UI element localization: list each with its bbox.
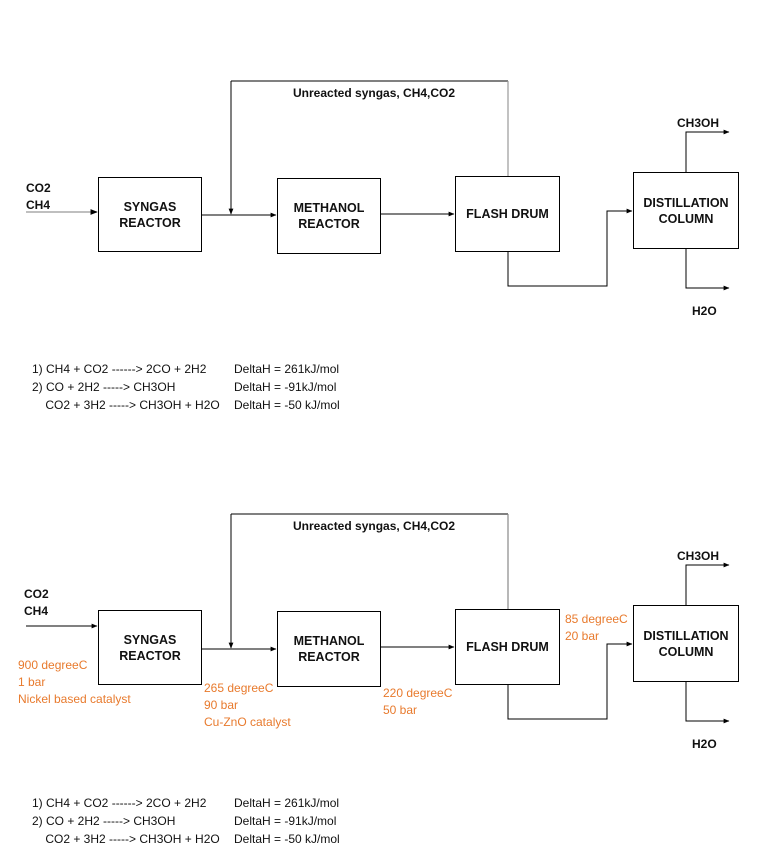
equation-2-enthalpy: DeltaH = -91kJ/mol <box>234 380 337 394</box>
flash-drum-box: FLASH DRUM <box>455 609 560 685</box>
methanol-reactor-conditions: 265 degreeC 90 bar Cu-ZnO catalyst <box>204 681 291 729</box>
recycle-label: Unreacted syngas, CH4,CO2 <box>293 86 456 100</box>
bottom-product-label: H2O <box>692 737 717 751</box>
flash-to-distillation-line <box>507 208 633 287</box>
distillation-column-box: DISTILLATION COLUMN <box>633 172 739 249</box>
flash-drum-conditions: 220 degreeC 50 bar <box>383 686 453 717</box>
bottom-product-arrow <box>685 249 730 291</box>
methanol-reactor-box: METHANOL REACTOR <box>277 611 381 687</box>
equation-2-enthalpy: DeltaH = -91kJ/mol <box>234 814 337 828</box>
feed-label: CO2 CH4 <box>24 587 49 618</box>
equation-2-reaction: 2) CO + 2H2 -----> CH3OH <box>32 380 176 394</box>
equation-1-enthalpy: DeltaH = 261kJ/mol <box>234 362 340 376</box>
bottom-product-arrow <box>685 682 730 724</box>
syngas-reactor-box: SYNGAS REACTOR <box>98 177 202 252</box>
equation-3-reaction: CO2 + 3H2 -----> CH3OH + H2O <box>32 832 220 846</box>
flash-to-distillation-line <box>507 641 633 720</box>
flash-drum-box: FLASH DRUM <box>455 176 560 252</box>
methanol-reactor-box: METHANOL REACTOR <box>277 178 381 254</box>
top-product-label: CH3OH <box>677 116 720 130</box>
top-product-label: CH3OH <box>677 549 720 563</box>
distillation-column-box: DISTILLATION COLUMN <box>633 605 739 682</box>
equation-1-reaction: 1) CH4 + CO2 ------> 2CO + 2H2 <box>32 796 207 810</box>
equation-1-enthalpy: DeltaH = 261kJ/mol <box>234 796 340 810</box>
equation-3-enthalpy: DeltaH = -50 kJ/mol <box>234 398 340 412</box>
bottom-product-label: H2O <box>692 304 717 318</box>
recycle-label: Unreacted syngas, CH4,CO2 <box>293 519 456 533</box>
equation-3-enthalpy: DeltaH = -50 kJ/mol <box>234 832 340 846</box>
syngas-conditions: 900 degreeC 1 bar Nickel based catalyst <box>18 658 131 706</box>
feed-label: CO2 CH4 <box>26 181 51 212</box>
syngas-reactor-box: SYNGAS REACTOR <box>98 610 202 685</box>
equation-2-reaction: 2) CO + 2H2 -----> CH3OH <box>32 814 176 828</box>
distillation-conditions: 85 degreeC 20 bar <box>565 612 628 643</box>
diagram2-lines <box>26 513 730 724</box>
top-product-arrow <box>685 129 730 172</box>
equation-3-reaction: CO2 + 3H2 -----> CH3OH + H2O <box>32 398 220 412</box>
diagram1-lines <box>26 80 730 291</box>
equation-1-reaction: 1) CH4 + CO2 ------> 2CO + 2H2 <box>32 362 207 376</box>
top-product-arrow <box>685 562 730 605</box>
